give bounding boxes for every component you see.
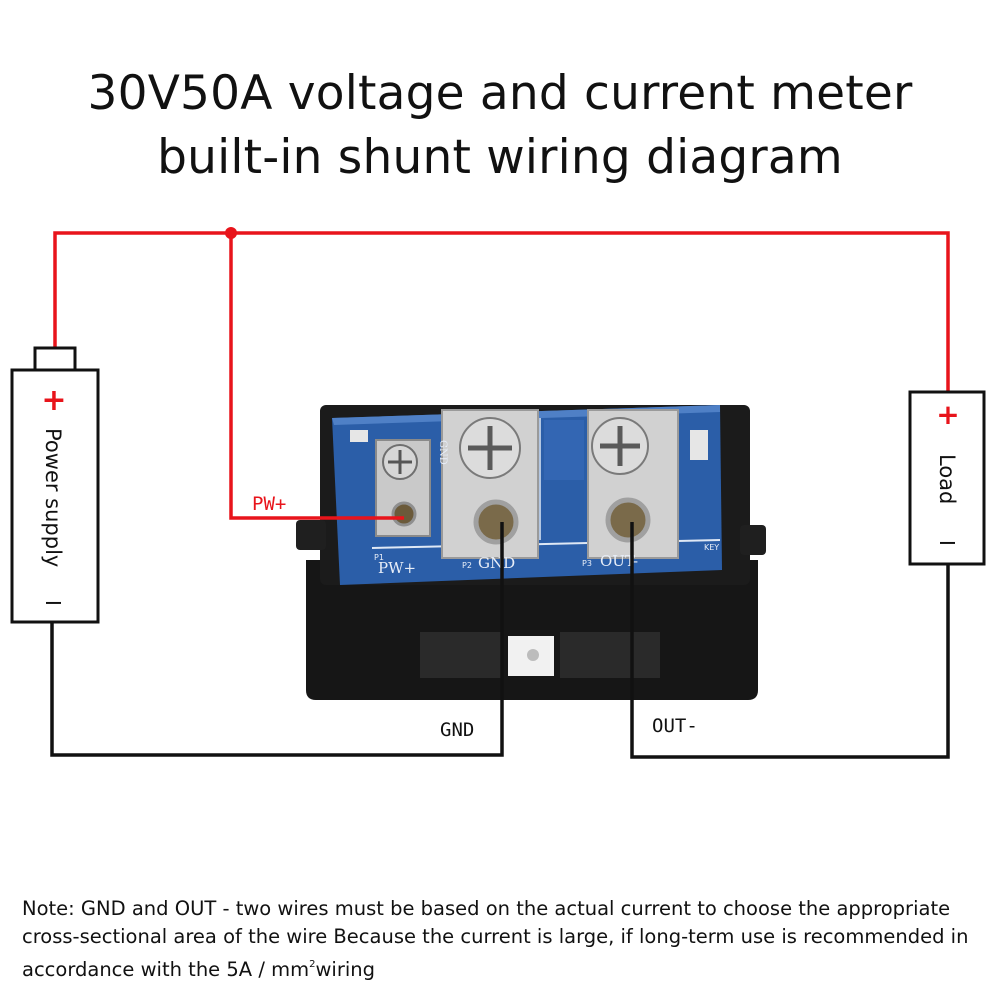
load: + Load I — [908, 390, 986, 566]
note-superscript: 2 — [309, 959, 316, 970]
wires — [50, 227, 950, 759]
display-indicator — [527, 649, 539, 661]
out-minus-wire-label: OUT- — [652, 715, 698, 737]
pcb-component — [690, 430, 708, 460]
display-window-left — [420, 632, 502, 678]
diagram-title: 30V50A voltage and current meter built-i… — [0, 62, 1000, 190]
out-terminal-hole — [605, 497, 651, 543]
pcb-label-p2: P2 — [462, 561, 472, 570]
gnd-terminal-hole — [473, 499, 519, 545]
display-window-right — [560, 632, 660, 678]
out-minus-wire — [630, 522, 950, 759]
power-supply-minus: I — [41, 600, 65, 606]
battery-terminal-cap — [33, 346, 77, 372]
housing-clip-right — [740, 525, 766, 555]
pcb-label-pw: PW+ — [378, 559, 416, 577]
load-label: Load — [935, 454, 959, 504]
positive-wire — [53, 231, 950, 392]
title-line-2: built-in shunt wiring diagram — [157, 130, 843, 185]
pw-terminal-hole — [391, 501, 417, 527]
power-supply-label: Power supply — [41, 428, 65, 567]
pw-screw-slot — [388, 450, 412, 474]
shunt-area — [544, 420, 584, 480]
pcb-component — [350, 430, 368, 442]
meter-device: PW+ GND OUT- P1 P2 P3 KEY GND — [296, 405, 766, 700]
out-screw-slot — [600, 426, 640, 466]
wiring-note: Note: GND and OUT - two wires must be ba… — [22, 895, 982, 984]
gnd-wire — [50, 522, 504, 757]
note-text: Note: GND and OUT - two wires must be ba… — [22, 897, 969, 981]
load-minus: I — [935, 540, 959, 546]
gnd-screw-slot — [468, 426, 512, 470]
pcb-label-key: KEY — [704, 543, 719, 552]
pcb-label-p3: P3 — [582, 559, 592, 568]
pcb-label-gnd: GND — [478, 554, 515, 572]
pcb-label-gnd-silk: GND — [437, 440, 448, 465]
load-plus: + — [936, 398, 959, 431]
pcb-label-p1: P1 — [374, 553, 384, 562]
pw-plus-wire — [229, 233, 404, 520]
wire-junction — [225, 227, 237, 239]
power-supply: + Power supply I — [10, 346, 100, 624]
load-box — [908, 390, 986, 566]
pcb-label-out: OUT- — [600, 552, 638, 570]
power-supply-plus: + — [41, 383, 66, 418]
housing-clip-left — [296, 520, 326, 550]
title-line-1: 30V50A voltage and current meter — [87, 66, 913, 121]
pw-plus-wire-label: PW+ — [252, 493, 286, 515]
battery-body — [10, 368, 100, 624]
note-tail: wiring — [315, 958, 375, 981]
gnd-wire-label: GND — [440, 719, 474, 741]
